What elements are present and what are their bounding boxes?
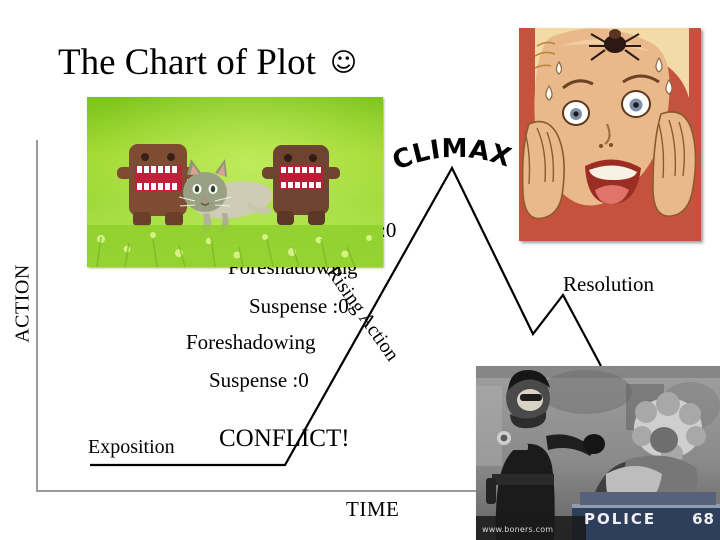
label-foreshadowing-2: Foreshadowing xyxy=(186,330,316,354)
hands xyxy=(521,111,697,220)
image-police-scene: POLICE 68 www.boners.com xyxy=(476,366,720,540)
label-exposition: Exposition xyxy=(88,436,175,458)
police-car-number: 68 xyxy=(692,510,715,528)
x-axis-label: TIME xyxy=(346,497,400,521)
running-cat xyxy=(178,159,273,236)
y-axis-label: ACTION xyxy=(11,264,34,343)
photo-watermark: www.boners.com xyxy=(482,525,554,534)
image-domo-cat xyxy=(87,97,383,267)
label-resolution: Resolution xyxy=(563,272,655,296)
spider-icon xyxy=(589,29,641,61)
smiley-face-icon: ☺ xyxy=(329,48,358,78)
police-car xyxy=(572,492,720,540)
police-car-text: POLICE xyxy=(584,510,657,528)
domo-left xyxy=(117,144,199,226)
sweat-drops-icon xyxy=(545,56,673,101)
y-axis-line xyxy=(36,140,38,492)
x-axis-line xyxy=(36,490,720,492)
label-suspense-top: :0 xyxy=(380,218,397,242)
climax-wordart-text: CLIMAX xyxy=(388,134,515,177)
image-shocked-woman xyxy=(519,28,701,241)
climax-wordart: CLIMAX xyxy=(380,134,525,184)
domo-right xyxy=(262,145,340,225)
police-officer xyxy=(486,370,605,540)
page-title: The Chart of Plot ☺ xyxy=(58,42,358,83)
label-suspense-1: Suspense :0 xyxy=(249,294,349,318)
label-suspense-2: Suspense :0 xyxy=(209,368,309,392)
page-title-text: The Chart of Plot xyxy=(58,42,316,83)
label-conflict: CONFLICT! xyxy=(219,425,350,452)
